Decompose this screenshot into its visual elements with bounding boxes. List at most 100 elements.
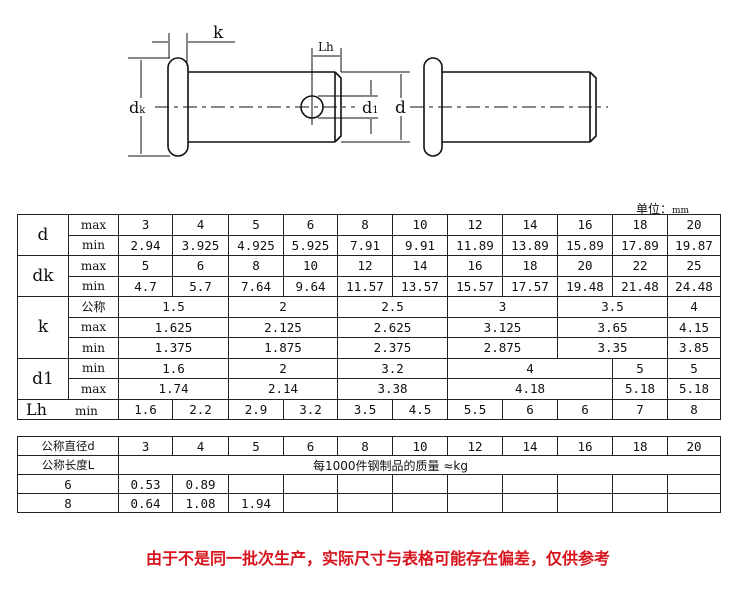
unit-prefix: 单位： [636,202,673,216]
mass-value [667,474,721,494]
diameter-header: 12 [447,436,503,456]
mass-value [447,493,503,513]
table-cell: 7.91 [337,234,393,256]
table-cell: 9.64 [283,275,338,297]
table-cell: 18 [612,214,668,236]
table-cell: 3.35 [557,337,668,359]
mass-value [228,474,284,494]
table-cell: 5.18 [612,378,668,400]
mass-value [283,493,338,513]
mass-value [392,493,448,513]
mass-value [612,474,668,494]
table-cell: 4 [447,357,613,379]
mass-value [667,493,721,513]
table-cell: 5.18 [667,378,721,400]
mass-value [502,493,558,513]
table-cell: 1.74 [118,378,229,400]
table-cell: 4.7 [118,275,173,297]
unit-label: 单位：mm [636,200,689,217]
table-cell: 1.875 [228,337,338,359]
table-cell: 11.57 [337,275,393,297]
table-cell: 3.125 [447,316,558,338]
diameter-header: 3 [118,436,173,456]
table-cell: 7.64 [228,275,284,297]
table-cell: 24.48 [667,275,721,297]
nominal-length-label: 公称长度L [17,455,119,475]
mass-value [557,474,613,494]
table-cell: 25 [667,255,721,277]
table-cell: 14 [392,255,448,277]
table-cell: 5 [667,357,721,379]
diameter-header: 16 [557,436,613,456]
table-cell: 3.925 [172,234,229,256]
mass-value: 0.89 [172,474,229,494]
table-cell: 2.94 [118,234,173,256]
table-cell: 14 [502,214,558,236]
table-cell: 21.48 [612,275,668,297]
table-cell: 6 [502,398,558,420]
unit-value: mm [672,206,690,216]
d1-label: d1 [362,98,379,117]
table-cell: 9.91 [392,234,448,256]
param-label-dk: dk [17,255,69,297]
mass-value [337,493,393,513]
sub-label: max [68,214,119,236]
mass-value [502,474,558,494]
diameter-header: 18 [612,436,668,456]
table-cell: 5.5 [447,398,503,420]
param-label-d: d [17,214,69,256]
table-cell: 3.85 [667,337,721,359]
table-cell: 7 [612,398,668,420]
table-cell: 2.875 [447,337,558,359]
table-cell: 15.89 [557,234,613,256]
table-cell: 18 [502,255,558,277]
table-cell: 16 [447,255,503,277]
mass-value [557,493,613,513]
table-cell: 22 [612,255,668,277]
table-cell: 17.57 [502,275,558,297]
mass-value [392,474,448,494]
sub-label: 公称 [68,296,119,318]
table-cell: 3.5 [337,398,393,420]
diameter-header: 14 [502,436,558,456]
sub-label: min [68,337,119,359]
length-value: 6 [17,474,119,494]
table-cell: 4.5 [392,398,448,420]
table-cell: 2.5 [337,296,448,318]
table-cell: 2.125 [228,316,338,338]
d-label: d [395,98,406,118]
table-cell: 12 [337,255,393,277]
mass-value: 0.53 [118,474,173,494]
table-cell: 17.89 [612,234,668,256]
table-cell: 2.625 [337,316,448,338]
mass-value [612,493,668,513]
table-cell: 15.57 [447,275,503,297]
table-cell: 19.48 [557,275,613,297]
table-cell: 3.2 [283,398,338,420]
diameter-header: 6 [283,436,338,456]
mass-value: 0.64 [118,493,173,513]
table-cell: 6 [172,255,229,277]
sub-label: min [68,275,119,297]
diameter-header: 4 [172,436,229,456]
lh-label: Lh [318,40,334,54]
diameter-header: 8 [337,436,393,456]
disclaimer-note: 由于不是同一批次生产，实际尺寸与表格可能存在偏差，仅供参考 [145,549,610,568]
sub-label: min [74,403,98,418]
table-cell: 3.2 [337,357,448,379]
table-cell: 4 [172,214,229,236]
sub-label: max [68,378,119,400]
table-cell: 5 [612,357,668,379]
table-cell: 2.2 [172,398,229,420]
table-cell: 1.5 [118,296,229,318]
table-cell: 2.375 [337,337,448,359]
table-cell: 4.15 [667,316,721,338]
